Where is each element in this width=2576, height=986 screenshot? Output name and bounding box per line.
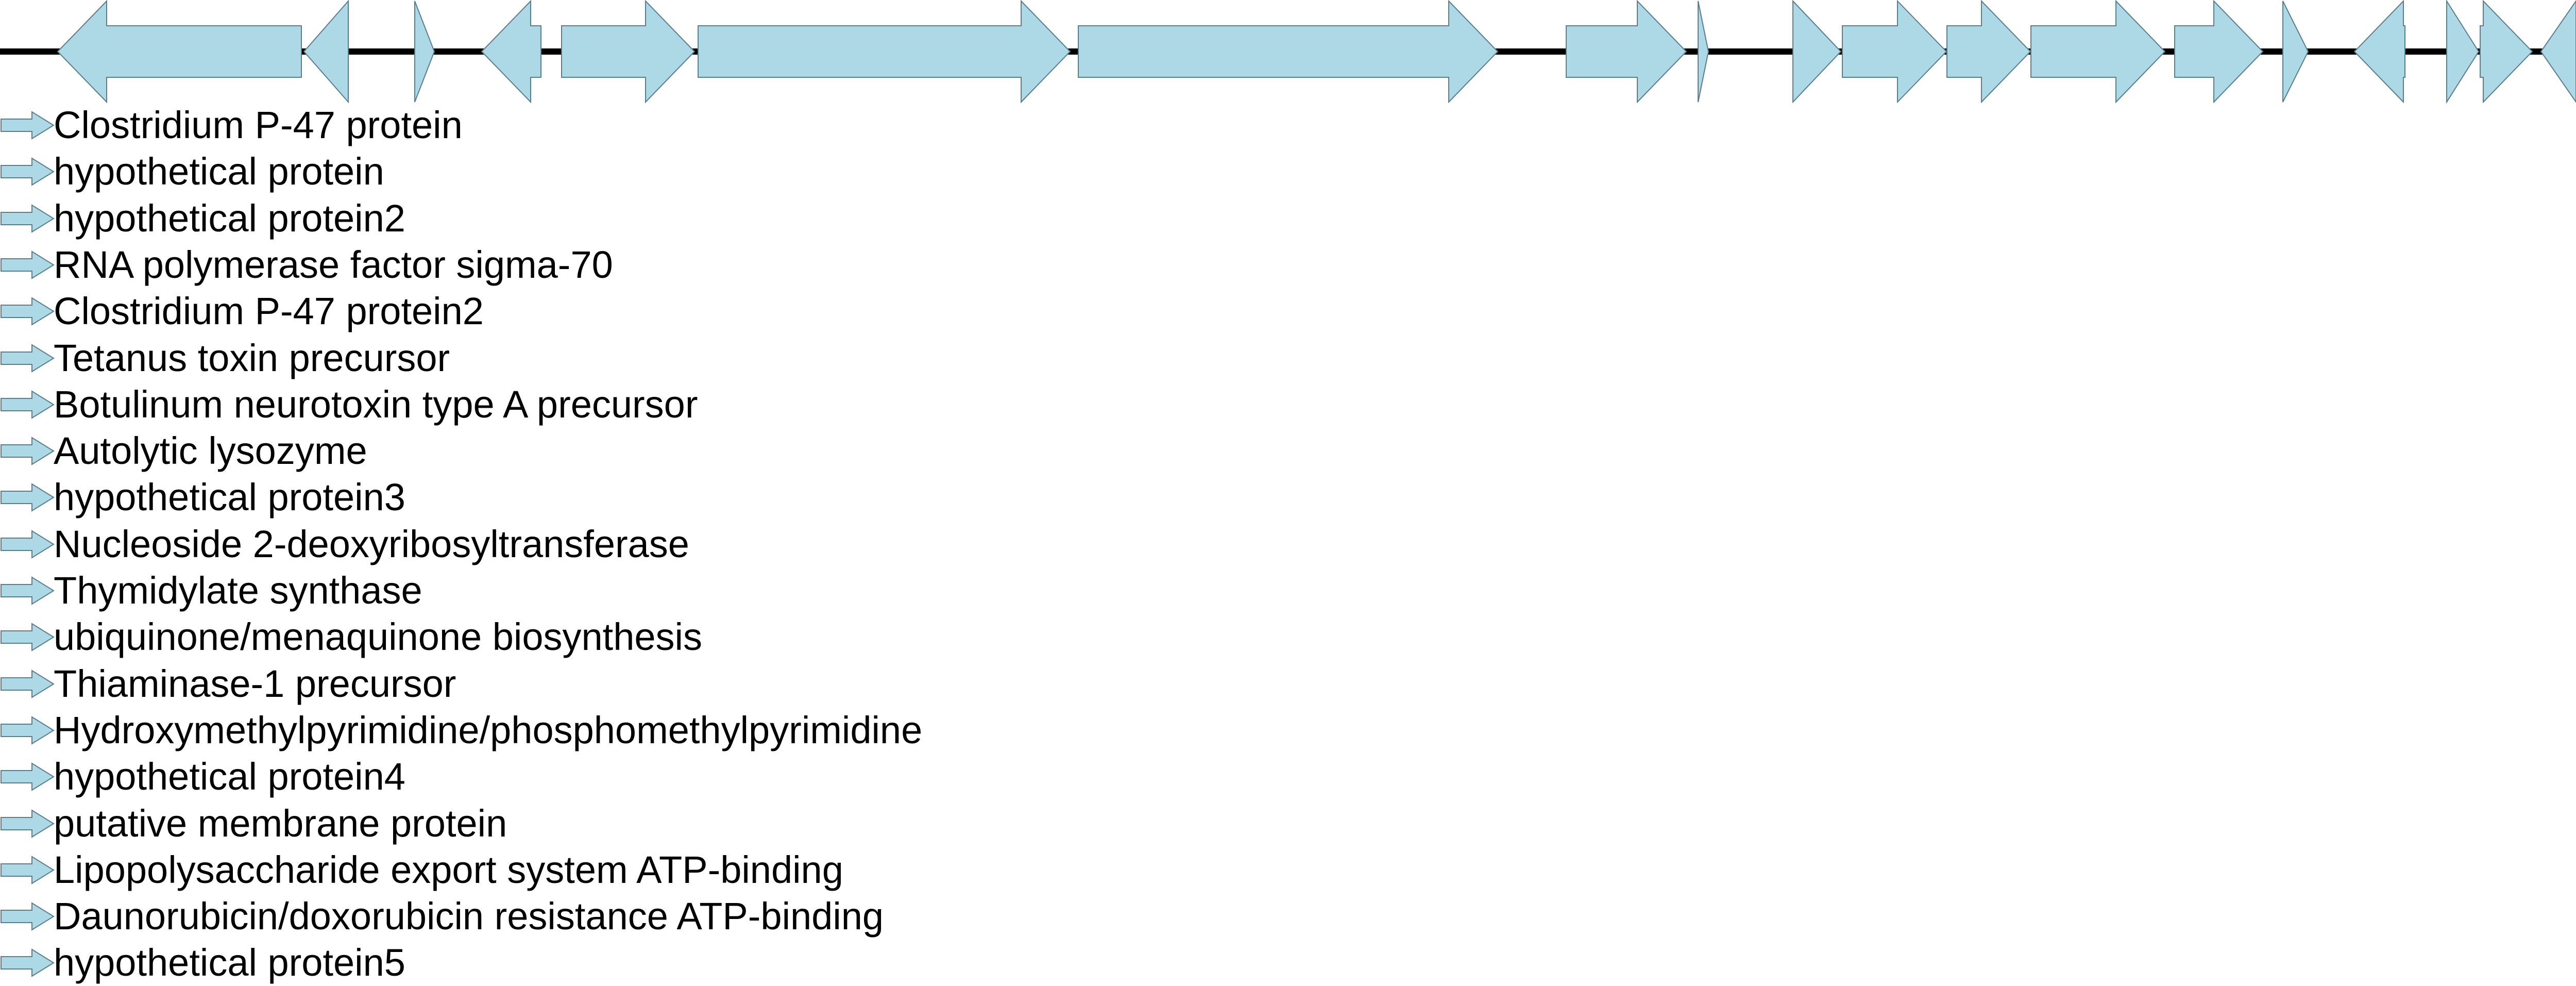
legend-arrow-icon: [1, 856, 55, 884]
legend-arrow-icon: [1, 297, 55, 326]
legend-label: hypothetical protein5: [54, 941, 405, 984]
legend-arrow-icon: [1, 762, 55, 791]
legend-item: hypothetical protein: [0, 148, 384, 195]
legend-label: Clostridium P-47 protein2: [54, 290, 484, 333]
legend-label: Thiaminase-1 precursor: [54, 662, 456, 705]
gene-arrow: [1566, 0, 1687, 104]
gene-arrow: [481, 0, 541, 104]
gene-arrow: [561, 0, 696, 104]
legend-arrow-icon: [1, 390, 55, 419]
gene-arrow: [1946, 0, 2031, 104]
legend-item: Hydroxymethylpyrimidine/phosphomethylpyr…: [0, 707, 922, 754]
legend-item: Botulinum neurotoxin type A precursor: [0, 381, 698, 428]
legend-item: Tetanus toxin precursor: [0, 335, 450, 381]
legend-item: Autolytic lysozyme: [0, 428, 367, 474]
gene-arrow: [1698, 1, 1709, 103]
gene-arrow: [2480, 0, 2533, 104]
legend-arrow-icon: [1, 948, 55, 978]
legend-arrow-icon: [1, 809, 55, 838]
legend-item: hypothetical protein4: [0, 754, 405, 800]
legend-item: Thiaminase-1 precursor: [0, 661, 456, 707]
legend-arrow-icon: [1, 437, 55, 465]
gene-arrow: [1792, 0, 1842, 104]
legend-arrow-icon: [1, 669, 55, 698]
legend-label: Nucleoside 2-deoxyribosyltransferase: [54, 522, 689, 565]
gene-arrow: [2446, 0, 2480, 104]
legend-item: Daunorubicin/doxorubicin resistance ATP-…: [0, 893, 884, 940]
gene-map: [0, 0, 2576, 104]
legend-item: Clostridium P-47 protein: [0, 102, 463, 148]
legend-label: Botulinum neurotoxin type A precursor: [54, 382, 698, 426]
legend-label: Lipopolysaccharide export system ATP-bin…: [54, 848, 843, 891]
legend-item: hypothetical protein2: [0, 195, 405, 242]
legend-arrow-icon: [1, 343, 55, 373]
gene-arrow: [1078, 0, 1499, 104]
legend-arrow-icon: [1, 204, 55, 233]
legend-label: hypothetical protein3: [54, 476, 405, 519]
legend-label: Tetanus toxin precursor: [54, 336, 450, 379]
legend-item: Lipopolysaccharide export system ATP-bin…: [0, 847, 843, 893]
legend-label: hypothetical protein2: [54, 196, 405, 240]
legend-arrow-icon: [1, 576, 55, 605]
legend-label: Clostridium P-47 protein: [54, 104, 463, 146]
gene-arrow: [2174, 0, 2264, 104]
gene-arrow: [1842, 0, 1947, 104]
legend-label: ubiquinone/menaquinone biosynthesis: [54, 615, 702, 659]
legend-label: Thymidylate synthase: [54, 569, 422, 612]
legend-arrow-icon: [1, 483, 55, 512]
legend-arrow-icon: [1, 902, 55, 931]
legend-arrow-icon: [1, 157, 55, 187]
gene-arrow: [2353, 0, 2405, 104]
gene-arrow: [414, 1, 435, 103]
legend-arrow-icon: [1, 529, 55, 559]
gene-arrow: [57, 0, 302, 104]
legend-label: Autolytic lysozyme: [54, 429, 367, 473]
legend-arrow-icon: [1, 111, 55, 140]
legend-label: hypothetical protein4: [54, 755, 405, 798]
legend-label: hypothetical protein: [54, 150, 384, 193]
legend-label: putative membrane protein: [54, 801, 507, 845]
legend-item: RNA polymerase factor sigma-70: [0, 242, 613, 288]
legend-arrow-icon: [1, 250, 55, 279]
legend-arrow-icon: [1, 623, 55, 652]
legend-arrow-icon: [1, 716, 55, 745]
legend-item: putative membrane protein: [0, 800, 507, 847]
legend-item: Clostridium P-47 protein2: [0, 288, 484, 335]
legend-item: ubiquinone/menaquinone biosynthesis: [0, 614, 702, 660]
gene-arrow: [698, 0, 1071, 104]
gene-arrow: [2540, 0, 2576, 103]
gene-arrow: [2282, 1, 2309, 103]
legend-item: hypothetical protein3: [0, 474, 405, 521]
legend-item: hypothetical protein5: [0, 940, 405, 986]
legend-label: Daunorubicin/doxorubicin resistance ATP-…: [54, 895, 884, 938]
legend-label: Hydroxymethylpyrimidine/phosphomethylpyr…: [54, 708, 923, 751]
legend-label: RNA polymerase factor sigma-70: [54, 243, 613, 286]
gene-arrow: [2030, 0, 2166, 104]
legend-item: Nucleoside 2-deoxyribosyltransferase: [0, 521, 689, 567]
legend-item: Thymidylate synthase: [0, 567, 422, 614]
gene-arrow: [303, 0, 349, 104]
